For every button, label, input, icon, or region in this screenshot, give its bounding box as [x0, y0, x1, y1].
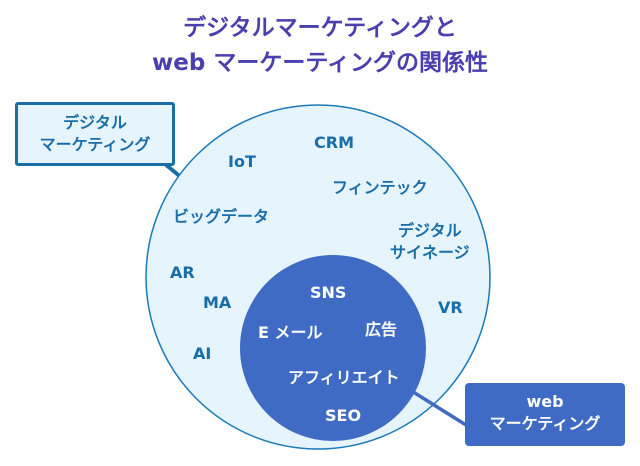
- item-iot: IoT: [228, 152, 256, 171]
- web-marketing-label-box: web マーケティング: [465, 383, 625, 446]
- web-marketing-circle: [240, 255, 426, 441]
- item-ar: AR: [170, 263, 195, 282]
- item-digital-signage-line1: デジタル: [398, 221, 462, 240]
- diagram-title-line1: デジタルマーケティングと: [183, 15, 457, 41]
- diagram-title-line2: web マーケーティングの関係性: [152, 50, 488, 76]
- item-digital-signage-line2: サイネージ: [390, 243, 470, 262]
- item-vr: VR: [438, 298, 463, 317]
- item-seo: SEO: [325, 406, 362, 425]
- web-marketing-label-line1: web: [526, 392, 564, 411]
- item-email: E メール: [258, 323, 323, 342]
- item-sns: SNS: [310, 283, 347, 302]
- digital-marketing-label-line2: マーケティング: [39, 135, 151, 154]
- item-ma: MA: [203, 293, 232, 312]
- item-affiliate: アフィリエイト: [288, 368, 400, 387]
- web-connector-line: [409, 388, 467, 427]
- digital-marketing-label-line1: デジタル: [63, 113, 127, 132]
- item-fintech: フィンテック: [332, 178, 428, 197]
- item-big-data: ビッグデータ: [173, 207, 270, 226]
- item-advertising: 広告: [365, 320, 398, 339]
- item-crm: CRM: [314, 133, 354, 152]
- web-marketing-label-line2: マーケティング: [489, 414, 601, 433]
- item-ai: AI: [193, 344, 212, 363]
- digital-marketing-label-box: デジタル マーケティング: [15, 102, 175, 166]
